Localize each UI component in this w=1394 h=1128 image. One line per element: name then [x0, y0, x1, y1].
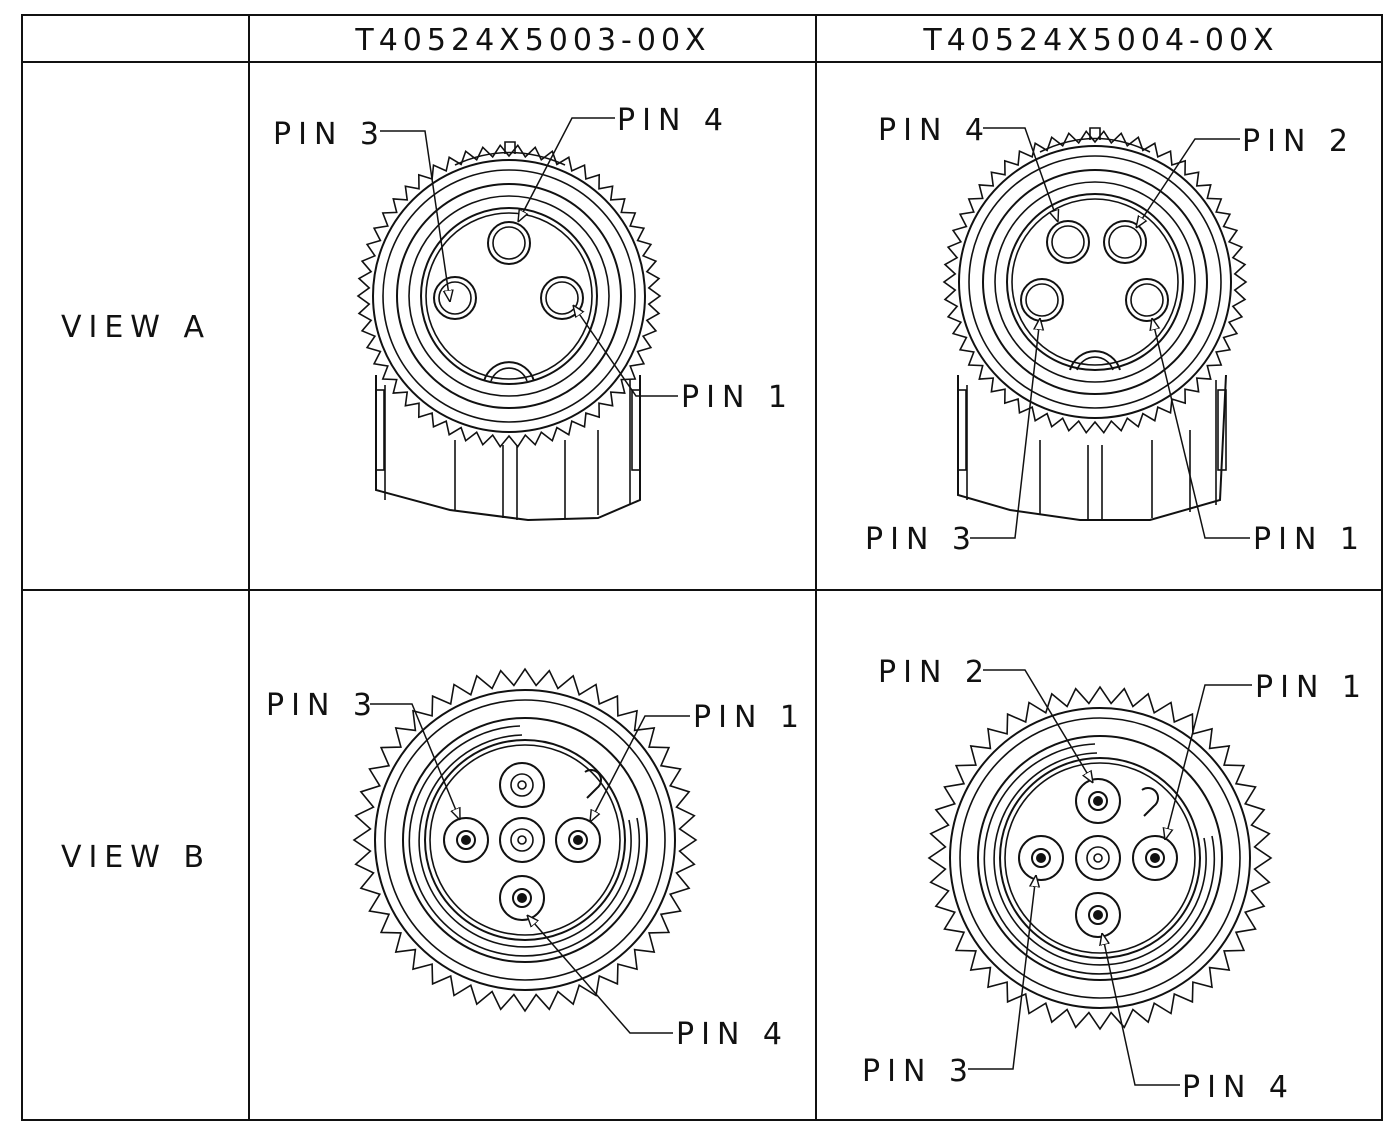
leader-pin-1	[573, 305, 678, 397]
knurled-ring	[356, 143, 662, 449]
view-a-part-2-drawing	[942, 127, 1250, 539]
leader-pin-2	[1136, 138, 1240, 228]
table-grid	[21, 14, 1383, 1121]
inner-arc	[983, 743, 1216, 975]
inner-arc-2	[418, 734, 632, 948]
ring-3	[402, 717, 648, 963]
pin-1-socket	[540, 276, 584, 320]
label-pin-3: PIN 3	[273, 117, 386, 152]
insert-face	[420, 207, 598, 385]
label-pin-1: PIN 1	[1255, 670, 1368, 705]
ring-4	[408, 195, 610, 397]
ring-2	[968, 155, 1222, 409]
pin-4-contact	[499, 875, 545, 921]
label-pin-2: PIN 2	[878, 655, 991, 690]
column-header-part-1: T40524X5003-00X	[354, 23, 710, 58]
insert-face	[999, 757, 1201, 959]
center-contact	[499, 817, 545, 863]
outer-ring	[374, 689, 676, 991]
leader-pin-2	[983, 669, 1093, 783]
pin-3-contact	[443, 817, 489, 863]
label-pin-3: PIN 3	[865, 522, 978, 557]
outer-ring	[372, 159, 646, 433]
insert-inner	[429, 744, 621, 936]
pin-3-socket	[1020, 278, 1064, 322]
knurled-ring	[942, 129, 1248, 435]
connector-body	[375, 375, 641, 522]
key-slot	[483, 361, 535, 382]
ring-4	[994, 181, 1196, 383]
label-pin-1: PIN 1	[681, 380, 794, 415]
ring-3	[982, 169, 1208, 395]
view-b-part-1-drawing	[352, 667, 698, 1034]
label-pin-2: PIN 2	[1242, 124, 1355, 159]
label-pin-4: PIN 4	[878, 113, 991, 148]
key-slot	[584, 769, 602, 799]
outer-ring	[949, 707, 1251, 1009]
top-arc	[454, 151, 566, 166]
pin-4-socket	[1046, 220, 1090, 264]
leader-pin-1	[1152, 318, 1250, 539]
knurled-ring	[927, 685, 1273, 1031]
label-pin-3: PIN 3	[862, 1054, 975, 1089]
ring-3	[977, 735, 1223, 981]
insert-inner	[1004, 762, 1196, 954]
ring-2	[382, 169, 636, 423]
leader-pin-3	[380, 130, 450, 302]
label-pin-1: PIN 1	[693, 700, 806, 735]
inner-arc-2	[993, 752, 1207, 966]
pin-1-contact	[555, 817, 601, 863]
label-pin-3: PIN 3	[266, 688, 379, 723]
leader-pin-3	[370, 703, 460, 820]
pin-3-contact	[1018, 835, 1064, 881]
view-b-part-2-drawing	[927, 669, 1273, 1086]
insert-inner	[1011, 198, 1179, 366]
leader-pin-4	[527, 915, 673, 1034]
label-pin-1: PIN 1	[1253, 522, 1366, 557]
label-pin-4: PIN 4	[676, 1017, 789, 1052]
pin-4-contact	[1075, 892, 1121, 938]
leader-pin-3	[968, 875, 1036, 1070]
leader-pin-1	[1165, 684, 1252, 840]
key-slot	[1069, 350, 1121, 371]
pin-1-socket	[1125, 278, 1169, 322]
column-header-part-2: T40524X5004-00X	[922, 23, 1278, 58]
leader-pin-4	[1102, 933, 1180, 1086]
ring-2	[384, 699, 666, 981]
outer-ring	[958, 145, 1232, 419]
top-arc	[1039, 137, 1151, 153]
insert-face	[1006, 193, 1184, 371]
knurled-ring	[352, 667, 698, 1013]
key-tab	[1089, 127, 1101, 140]
row-header-view-a: VIEW A	[61, 310, 211, 345]
ring-3	[396, 183, 622, 409]
leader-pin-1	[590, 715, 690, 822]
view-a-part-1-drawing	[356, 117, 678, 522]
connector-body	[957, 374, 1227, 521]
pin-1-contact	[1132, 835, 1178, 881]
key-slot	[1141, 787, 1159, 817]
pin-2-contact	[1075, 778, 1121, 824]
ring-2	[959, 717, 1241, 999]
leader-pin-4	[983, 127, 1058, 222]
label-pin-4: PIN 4	[1182, 1070, 1295, 1105]
pin-2-socket	[1103, 220, 1147, 264]
insert-inner	[425, 212, 593, 380]
inner-arc	[408, 725, 641, 957]
label-pin-4: PIN 4	[617, 103, 730, 138]
pin-3-socket	[433, 276, 477, 320]
pin-4-socket	[487, 221, 531, 265]
top-contact	[499, 762, 545, 808]
leader-pin-4	[518, 117, 615, 222]
center-contact	[1075, 835, 1121, 881]
row-header-view-b: VIEW B	[61, 840, 211, 875]
insert-face	[424, 739, 626, 941]
leader-pin-3	[970, 318, 1040, 539]
